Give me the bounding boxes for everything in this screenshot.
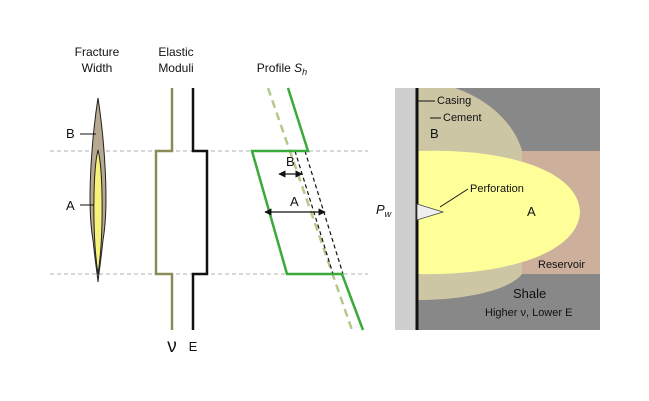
shale-label: Shale bbox=[513, 286, 546, 301]
poisson-ratio-line bbox=[154, 88, 174, 330]
cross-section-label-a: A bbox=[527, 204, 536, 219]
fracture-label-b: B bbox=[66, 126, 75, 141]
profile-label-b: B bbox=[286, 154, 295, 169]
profile-label-a: A bbox=[290, 194, 299, 209]
perforation-label: Perforation bbox=[470, 183, 524, 195]
youngs-modulus-line bbox=[191, 88, 209, 330]
elastic-moduli-panel: Elastic Moduli ν E bbox=[154, 45, 209, 357]
fracture-inner-shape bbox=[93, 149, 103, 275]
casing-wall bbox=[395, 88, 416, 330]
pw-label: Pw bbox=[376, 202, 392, 219]
elastic-moduli-title-1: Elastic bbox=[158, 45, 193, 59]
fracture-width-title-2: Width bbox=[82, 61, 113, 75]
e-symbol: E bbox=[189, 339, 198, 354]
fracture-zone bbox=[418, 150, 580, 275]
cement-label: Cement bbox=[443, 112, 482, 124]
nu-symbol: ν bbox=[167, 336, 177, 357]
profile-panel: Profile Sh B A bbox=[250, 61, 365, 331]
perforation-shape bbox=[416, 203, 445, 221]
perforation-leader bbox=[439, 188, 469, 208]
profile-dashed-line bbox=[266, 87, 354, 331]
elastic-moduli-title-2: Moduli bbox=[158, 61, 193, 75]
profile-title: Profile Sh bbox=[257, 61, 307, 77]
casing-label: Casing bbox=[437, 95, 471, 107]
shale-note: Higher ν, Lower E bbox=[485, 307, 572, 319]
cross-section-panel: Casing Cement B A Perforation Pw Reservo… bbox=[376, 88, 600, 330]
profile-green-line bbox=[250, 87, 365, 331]
fracture-label-a: A bbox=[66, 198, 75, 213]
reservoir-label: Reservoir bbox=[538, 259, 585, 271]
fracture-width-panel: Fracture Width B A bbox=[66, 45, 120, 283]
cross-section-label-b: B bbox=[430, 126, 439, 141]
fracture-width-title-1: Fracture bbox=[75, 45, 120, 59]
